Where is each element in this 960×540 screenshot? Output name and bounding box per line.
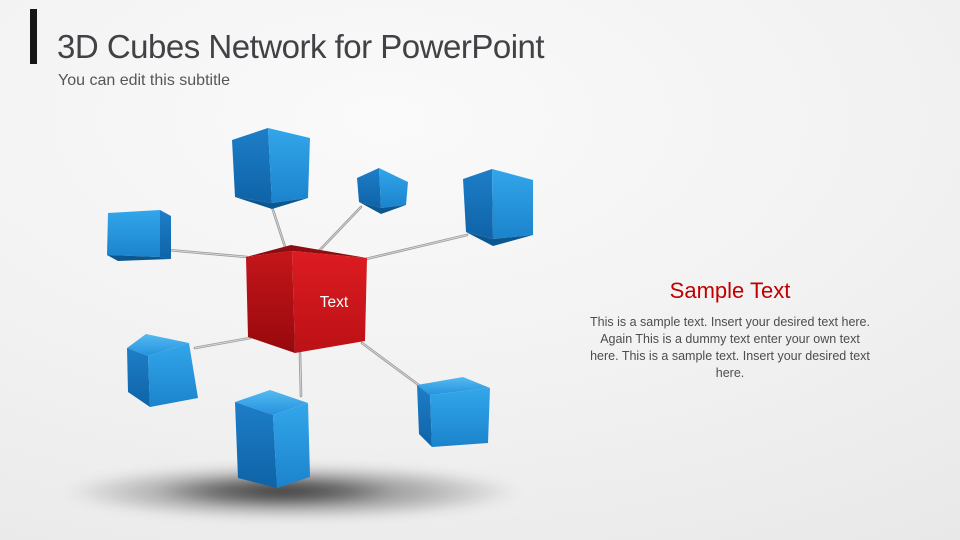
sample-text-heading: Sample Text (669, 278, 791, 303)
blue-cube-node-top-middle (357, 168, 408, 214)
cube-face-left (357, 168, 381, 208)
cube-face-bottom (235, 197, 308, 209)
sample-text-body: This is a sample text. Insert your desir… (590, 315, 870, 380)
cube-face-right (148, 343, 198, 407)
left-accent-bar (30, 9, 37, 64)
cube-face-right (430, 388, 490, 447)
cube-face-right (492, 169, 533, 239)
cube-face-left (417, 385, 432, 447)
slide-title: 3D Cubes Network for PowerPoint (57, 28, 545, 65)
blue-cube-node-bottom-middle (235, 390, 310, 488)
cube-face-bottom (466, 232, 533, 246)
slide-subtitle: You can edit this subtitle (58, 72, 230, 89)
cube-face-top (417, 377, 490, 395)
network-shadow-core (158, 476, 398, 506)
cube-face-side (160, 210, 171, 259)
center-cube-node: Text (246, 245, 367, 353)
cube-face-right (379, 168, 408, 208)
cube-face-top (235, 390, 308, 415)
blue-cube-node-top-left (232, 128, 310, 209)
cube-face-left (246, 251, 295, 353)
cube-face-left (127, 348, 150, 407)
cube-face-right (273, 403, 310, 488)
sample-text-block: Sample Text This is a sample text. Inser… (586, 278, 874, 382)
cube-face-top (246, 245, 367, 258)
cube-face-right (268, 128, 310, 203)
cube-face-right (292, 251, 367, 353)
cube-face-left (235, 402, 277, 488)
cube-face-left (232, 128, 272, 203)
cube-face-bottom (359, 202, 406, 214)
blue-cube-node-bottom-left (127, 334, 198, 407)
blue-cube-node-bottom-right (417, 377, 490, 447)
blue-cube-node-left (107, 210, 171, 261)
center-cube-label: Text (320, 294, 349, 311)
cube-face-front (107, 210, 160, 257)
cube-face-bottom (107, 255, 171, 261)
cube-face-top (127, 334, 189, 356)
cube-face-left (463, 169, 493, 239)
blue-cube-node-top-right (463, 169, 533, 246)
